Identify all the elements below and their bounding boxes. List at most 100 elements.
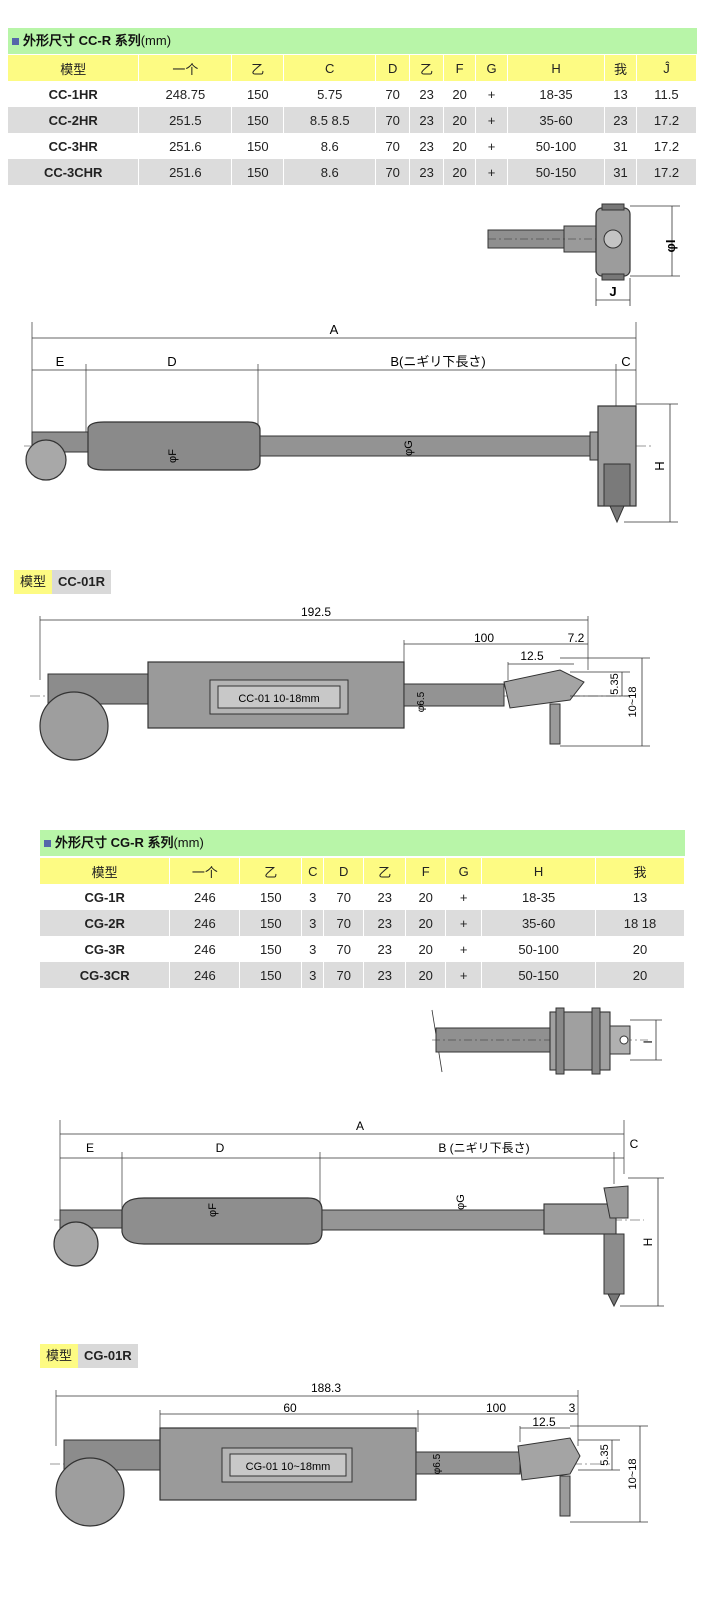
cc-01r-gauge-diagram: 192.5 100 7.2 12.5 CC-01 10-18mm φ6.5 5.… bbox=[30, 605, 650, 761]
header-cell: G bbox=[445, 858, 483, 884]
cc-r-spec-table: 模型 一个 乙 C D 乙 F G H 我 Ĵ CC-1HR 248.75 15… bbox=[8, 55, 698, 185]
dim-range: 10~18 bbox=[627, 687, 639, 718]
cg-r-title: 外形尺寸 CG-R 系列 bbox=[55, 835, 174, 850]
table-cell: 70 bbox=[323, 936, 365, 962]
dim-label-a: A bbox=[356, 1119, 364, 1133]
table-cell: 3 bbox=[301, 884, 325, 910]
table-cell: 251.6 bbox=[138, 159, 233, 185]
header-cell: 我 bbox=[595, 858, 685, 884]
table-cell: 23 bbox=[604, 107, 637, 133]
table-cell: 20 bbox=[405, 962, 447, 988]
dim-12-5: 12.5 bbox=[520, 649, 544, 663]
table-cell: 70 bbox=[323, 884, 365, 910]
dim-3: 3 bbox=[569, 1401, 576, 1415]
header-cell: D bbox=[323, 858, 365, 884]
table-cell: 150 bbox=[239, 962, 303, 988]
table-row: CC-3HR 251.6 150 8.6 70 23 20 + 50-100 3… bbox=[8, 133, 698, 159]
table-cell: 251.5 bbox=[138, 107, 233, 133]
dim-60: 60 bbox=[283, 1401, 297, 1415]
table-cell: 23 bbox=[409, 133, 445, 159]
table-cell: + bbox=[445, 910, 483, 936]
dim-12-5: 12.5 bbox=[532, 1415, 556, 1429]
table-cell: 13 bbox=[595, 884, 685, 910]
header-cell: D bbox=[375, 55, 411, 81]
dim-label-d: D bbox=[216, 1141, 225, 1155]
table-cell: + bbox=[475, 133, 509, 159]
header-cell: 一个 bbox=[138, 55, 233, 81]
table-cell: 5.75 bbox=[283, 81, 377, 107]
table-row: CC-3CHR 251.6 150 8.6 70 23 20 + 50-150 … bbox=[8, 159, 698, 185]
table-cell: 150 bbox=[231, 107, 285, 133]
dim-total: 192.5 bbox=[301, 605, 331, 619]
table-row: CC-1HR 248.75 150 5.75 70 23 20 + 18-35 … bbox=[8, 81, 698, 107]
table-cell: 150 bbox=[231, 81, 285, 107]
table-cell: 20 bbox=[405, 936, 447, 962]
table-cell: 20 bbox=[595, 936, 685, 962]
table-cell: 18-35 bbox=[481, 884, 597, 910]
dim-label-g: φG bbox=[403, 440, 415, 456]
table-row: CG-3CR 246 150 3 70 23 20 + 50-150 20 bbox=[40, 962, 685, 988]
table-cell: 31 bbox=[604, 159, 637, 185]
dim-label-b: B(ニギリ下長さ) bbox=[390, 354, 485, 369]
table-cell: 18-35 bbox=[507, 81, 605, 107]
table-row: CC-2HR 251.5 150 8.5 8.5 70 23 20 + 35-6… bbox=[8, 107, 698, 133]
table-cell: 70 bbox=[323, 910, 365, 936]
model-cell: CC-2HR bbox=[8, 107, 140, 133]
table-cell: 13 bbox=[604, 81, 637, 107]
table-cell: 70 bbox=[375, 81, 411, 107]
table-cell: 8.6 bbox=[283, 133, 377, 159]
dim-6-5: φ6.5 bbox=[432, 1453, 443, 1474]
cc-r-unit: (mm) bbox=[140, 33, 172, 48]
model-cell: CG-2R bbox=[40, 910, 171, 936]
table-cell: 23 bbox=[409, 81, 445, 107]
dim-label-e: E bbox=[86, 1141, 94, 1155]
model-tag-key: 模型 bbox=[14, 570, 53, 594]
header-cell: 乙 bbox=[363, 858, 407, 884]
cc-r-header-row: 模型 一个 乙 C D 乙 F G H 我 Ĵ bbox=[8, 55, 698, 81]
table-cell: 20 bbox=[405, 884, 447, 910]
table-row: CG-1R 246 150 3 70 23 20 + 18-35 13 bbox=[40, 884, 685, 910]
model-cell: CC-3CHR bbox=[8, 159, 140, 185]
header-cell: 模型 bbox=[40, 858, 171, 884]
table-cell: 23 bbox=[363, 884, 407, 910]
gauge-plate-text: CG-01 10~18mm bbox=[246, 1461, 331, 1473]
table-cell: + bbox=[445, 884, 483, 910]
header-cell: F bbox=[405, 858, 447, 884]
cg-r-header-row: 模型 一个 乙 C D 乙 F G H 我 bbox=[40, 858, 685, 884]
cg-r-gauge-diagram: A E D B (ニギリ下長さ) C φF φG H bbox=[53, 1119, 664, 1308]
table-cell: 50-150 bbox=[507, 159, 605, 185]
table-cell: 20 bbox=[405, 910, 447, 936]
cg-r-unit: (mm) bbox=[173, 835, 204, 850]
table-cell: 18 18 bbox=[595, 910, 685, 936]
cg-01r-gauge-diagram: 188.3 60 100 3 12.5 CG-01 10~18mm φ6.5 5… bbox=[50, 1381, 648, 1527]
dim-6-5: φ6.5 bbox=[416, 691, 427, 712]
cg-r-head-detail-diagram: I bbox=[431, 1007, 662, 1075]
table-cell: 35-60 bbox=[481, 910, 597, 936]
dim-label: I bbox=[641, 1040, 655, 1043]
table-cell: 3 bbox=[301, 936, 325, 962]
gauge-plate-text: CC-01 10-18mm bbox=[238, 693, 319, 705]
dim-label-e: E bbox=[56, 354, 65, 369]
cc-r-section-header: 外形尺寸 CC-R 系列(mm) bbox=[8, 28, 697, 54]
table-cell: 246 bbox=[169, 962, 241, 988]
table-cell: 31 bbox=[604, 133, 637, 159]
table-cell: 150 bbox=[239, 884, 303, 910]
table-cell: 20 bbox=[443, 133, 477, 159]
table-cell: 70 bbox=[375, 159, 411, 185]
header-cell: C bbox=[301, 858, 325, 884]
table-cell: 20 bbox=[443, 107, 477, 133]
table-cell: + bbox=[475, 107, 509, 133]
dim-range: 10~18 bbox=[627, 1459, 639, 1490]
dim-label-f: φF bbox=[207, 1203, 219, 1217]
model-tag-value: CC-01R bbox=[52, 570, 111, 594]
table-cell: + bbox=[475, 81, 509, 107]
table-cell: 3 bbox=[301, 962, 325, 988]
table-cell: 20 bbox=[443, 159, 477, 185]
model-cell: CC-3HR bbox=[8, 133, 140, 159]
header-cell: 乙 bbox=[239, 858, 303, 884]
dim-label-a: A bbox=[330, 322, 339, 337]
table-row: CG-2R 246 150 3 70 23 20 + 35-60 18 18 bbox=[40, 910, 685, 936]
table-cell: 8.6 bbox=[283, 159, 377, 185]
